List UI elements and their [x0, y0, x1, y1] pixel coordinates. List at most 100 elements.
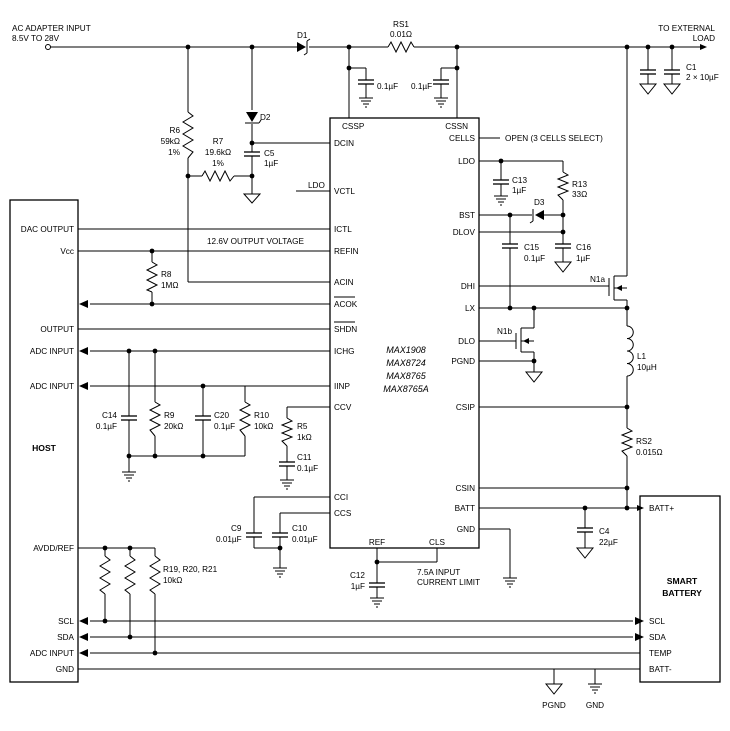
- pin-dlov: DLOV: [453, 228, 476, 237]
- c20-name: C20: [214, 411, 229, 420]
- output-label2: LOAD: [693, 34, 715, 43]
- pgnd-triangle-icon: [553, 261, 573, 273]
- inductor-l1: [626, 325, 634, 377]
- host-pin-adc-input: ADC INPUT: [30, 347, 74, 356]
- c12-name: C12: [350, 571, 365, 580]
- ground-icon: [494, 195, 508, 206]
- capacitors: [121, 69, 680, 588]
- ground-icon: [434, 97, 448, 108]
- pin-ccv: CCV: [334, 403, 352, 412]
- r7-name: R7: [213, 137, 224, 146]
- pin-pgnd: PGND: [451, 357, 475, 366]
- rs1-name: RS1: [393, 20, 409, 29]
- pin-dcin: DCIN: [334, 139, 354, 148]
- pin-dhi: DHI: [461, 282, 475, 291]
- resistor-r7: [201, 169, 235, 183]
- resistor-r20: [124, 555, 136, 595]
- cls-note-2: CURRENT LIMIT: [417, 578, 480, 587]
- c16-name: C16: [576, 243, 591, 252]
- host-pin-output: OUTPUT: [40, 325, 74, 334]
- pgnd-label: PGND: [542, 701, 566, 710]
- pin-acin: ACIN: [334, 278, 354, 287]
- c5-value: 1µF: [264, 159, 278, 168]
- d1-label: D1: [297, 31, 308, 40]
- capacitor-c10: [272, 532, 288, 538]
- ground-icon: [588, 683, 602, 694]
- host-pin-avdd-ref: AVDD/REF: [33, 544, 74, 553]
- ground-icon: [280, 479, 294, 490]
- r9-value: 20kΩ: [164, 422, 183, 431]
- c12-value: 1µF: [351, 582, 365, 591]
- pin-batt: BATT: [455, 504, 475, 513]
- c9-value: 0.01µF: [216, 535, 242, 544]
- pin-ref: REF: [369, 538, 385, 547]
- battery-title: SMART: [667, 576, 698, 586]
- c14-name: C14: [102, 411, 117, 420]
- c10-name: C10: [292, 524, 307, 533]
- l1-value: 10µH: [637, 363, 657, 372]
- capacitor-c14: [121, 415, 137, 421]
- input-range: 8.5V TO 28V: [12, 34, 60, 43]
- pin-bst: BST: [459, 211, 475, 220]
- c4-name: C4: [599, 527, 610, 536]
- capacitor-cssp: [358, 79, 374, 85]
- c16-value: 1µF: [576, 254, 590, 263]
- resistor-r10: [238, 401, 252, 437]
- resistors: [99, 40, 634, 595]
- pin-cells: CELLS: [449, 134, 475, 143]
- pin-refin: REFIN: [334, 247, 359, 256]
- c4-value: 22µF: [599, 538, 618, 547]
- r19-value: 10kΩ: [163, 576, 182, 585]
- input-terminal: [45, 44, 51, 50]
- host-pin-gnd: GND: [56, 665, 74, 674]
- battery-pin-batt-plus: BATT+: [649, 504, 674, 513]
- resistor-r5: [280, 417, 294, 447]
- c1-value: 2 × 10µF: [686, 73, 719, 82]
- capacitor-c13: [493, 179, 509, 185]
- resistor-r8: [145, 261, 159, 293]
- r6-value: 59kΩ: [161, 137, 180, 146]
- host-pin-scl: SCL: [58, 617, 74, 626]
- cssn-cap-value: 0.1µF: [411, 82, 432, 91]
- pgnd-triangle-icon: [662, 83, 682, 95]
- pin-gnd: GND: [457, 525, 475, 534]
- resistor-rs2: [620, 427, 634, 457]
- junctions: [102, 44, 675, 656]
- c11-value: 0.1µF: [297, 464, 318, 473]
- r13-name: R13: [572, 180, 587, 189]
- pin-cls: CLS: [429, 538, 445, 547]
- pgnd-triangle-icon: [524, 371, 544, 383]
- r5-name: R5: [297, 422, 308, 431]
- battery-pin-labels: BATT+ SMART BATTERY SCL SDA TEMP BATT-: [649, 504, 702, 674]
- battery-title2: BATTERY: [662, 588, 702, 598]
- wires: [45, 44, 700, 684]
- cssp-cap-value: 0.1µF: [377, 82, 398, 91]
- r6-tol: 1%: [168, 148, 180, 157]
- capacitor-c20: [195, 415, 211, 421]
- pin-ichg: ICHG: [334, 347, 354, 356]
- cells-note: OPEN (3 CELLS SELECT): [505, 134, 603, 143]
- r8-name: R8: [161, 270, 172, 279]
- r10-value: 10kΩ: [254, 422, 273, 431]
- capacitor-c1a: [640, 69, 656, 75]
- host-pin-adc-input: ADC INPUT: [30, 382, 74, 391]
- r7-value: 19.6kΩ: [205, 148, 231, 157]
- mosfet-n1b: [515, 327, 534, 353]
- pin-ldo: LDO: [458, 157, 475, 166]
- l1-name: L1: [637, 352, 647, 361]
- ground-icon: [122, 471, 136, 482]
- r10-name: R10: [254, 411, 269, 420]
- capacitor-c5: [244, 151, 260, 160]
- c15-value: 0.1µF: [524, 254, 545, 263]
- capacitor-c12: [369, 582, 385, 588]
- smart-battery-block: [639, 495, 721, 683]
- chip-name: MAX8765: [386, 371, 427, 381]
- ground-icon: [503, 577, 517, 588]
- c13-value: 1µF: [512, 186, 526, 195]
- cls-note-1: 7.5A INPUT: [417, 568, 460, 577]
- host-pin-dac-output: DAC OUTPUT: [21, 225, 74, 234]
- pin-ccs: CCS: [334, 509, 352, 518]
- r8-value: 1MΩ: [161, 281, 179, 290]
- r7-tol: 1%: [212, 159, 224, 168]
